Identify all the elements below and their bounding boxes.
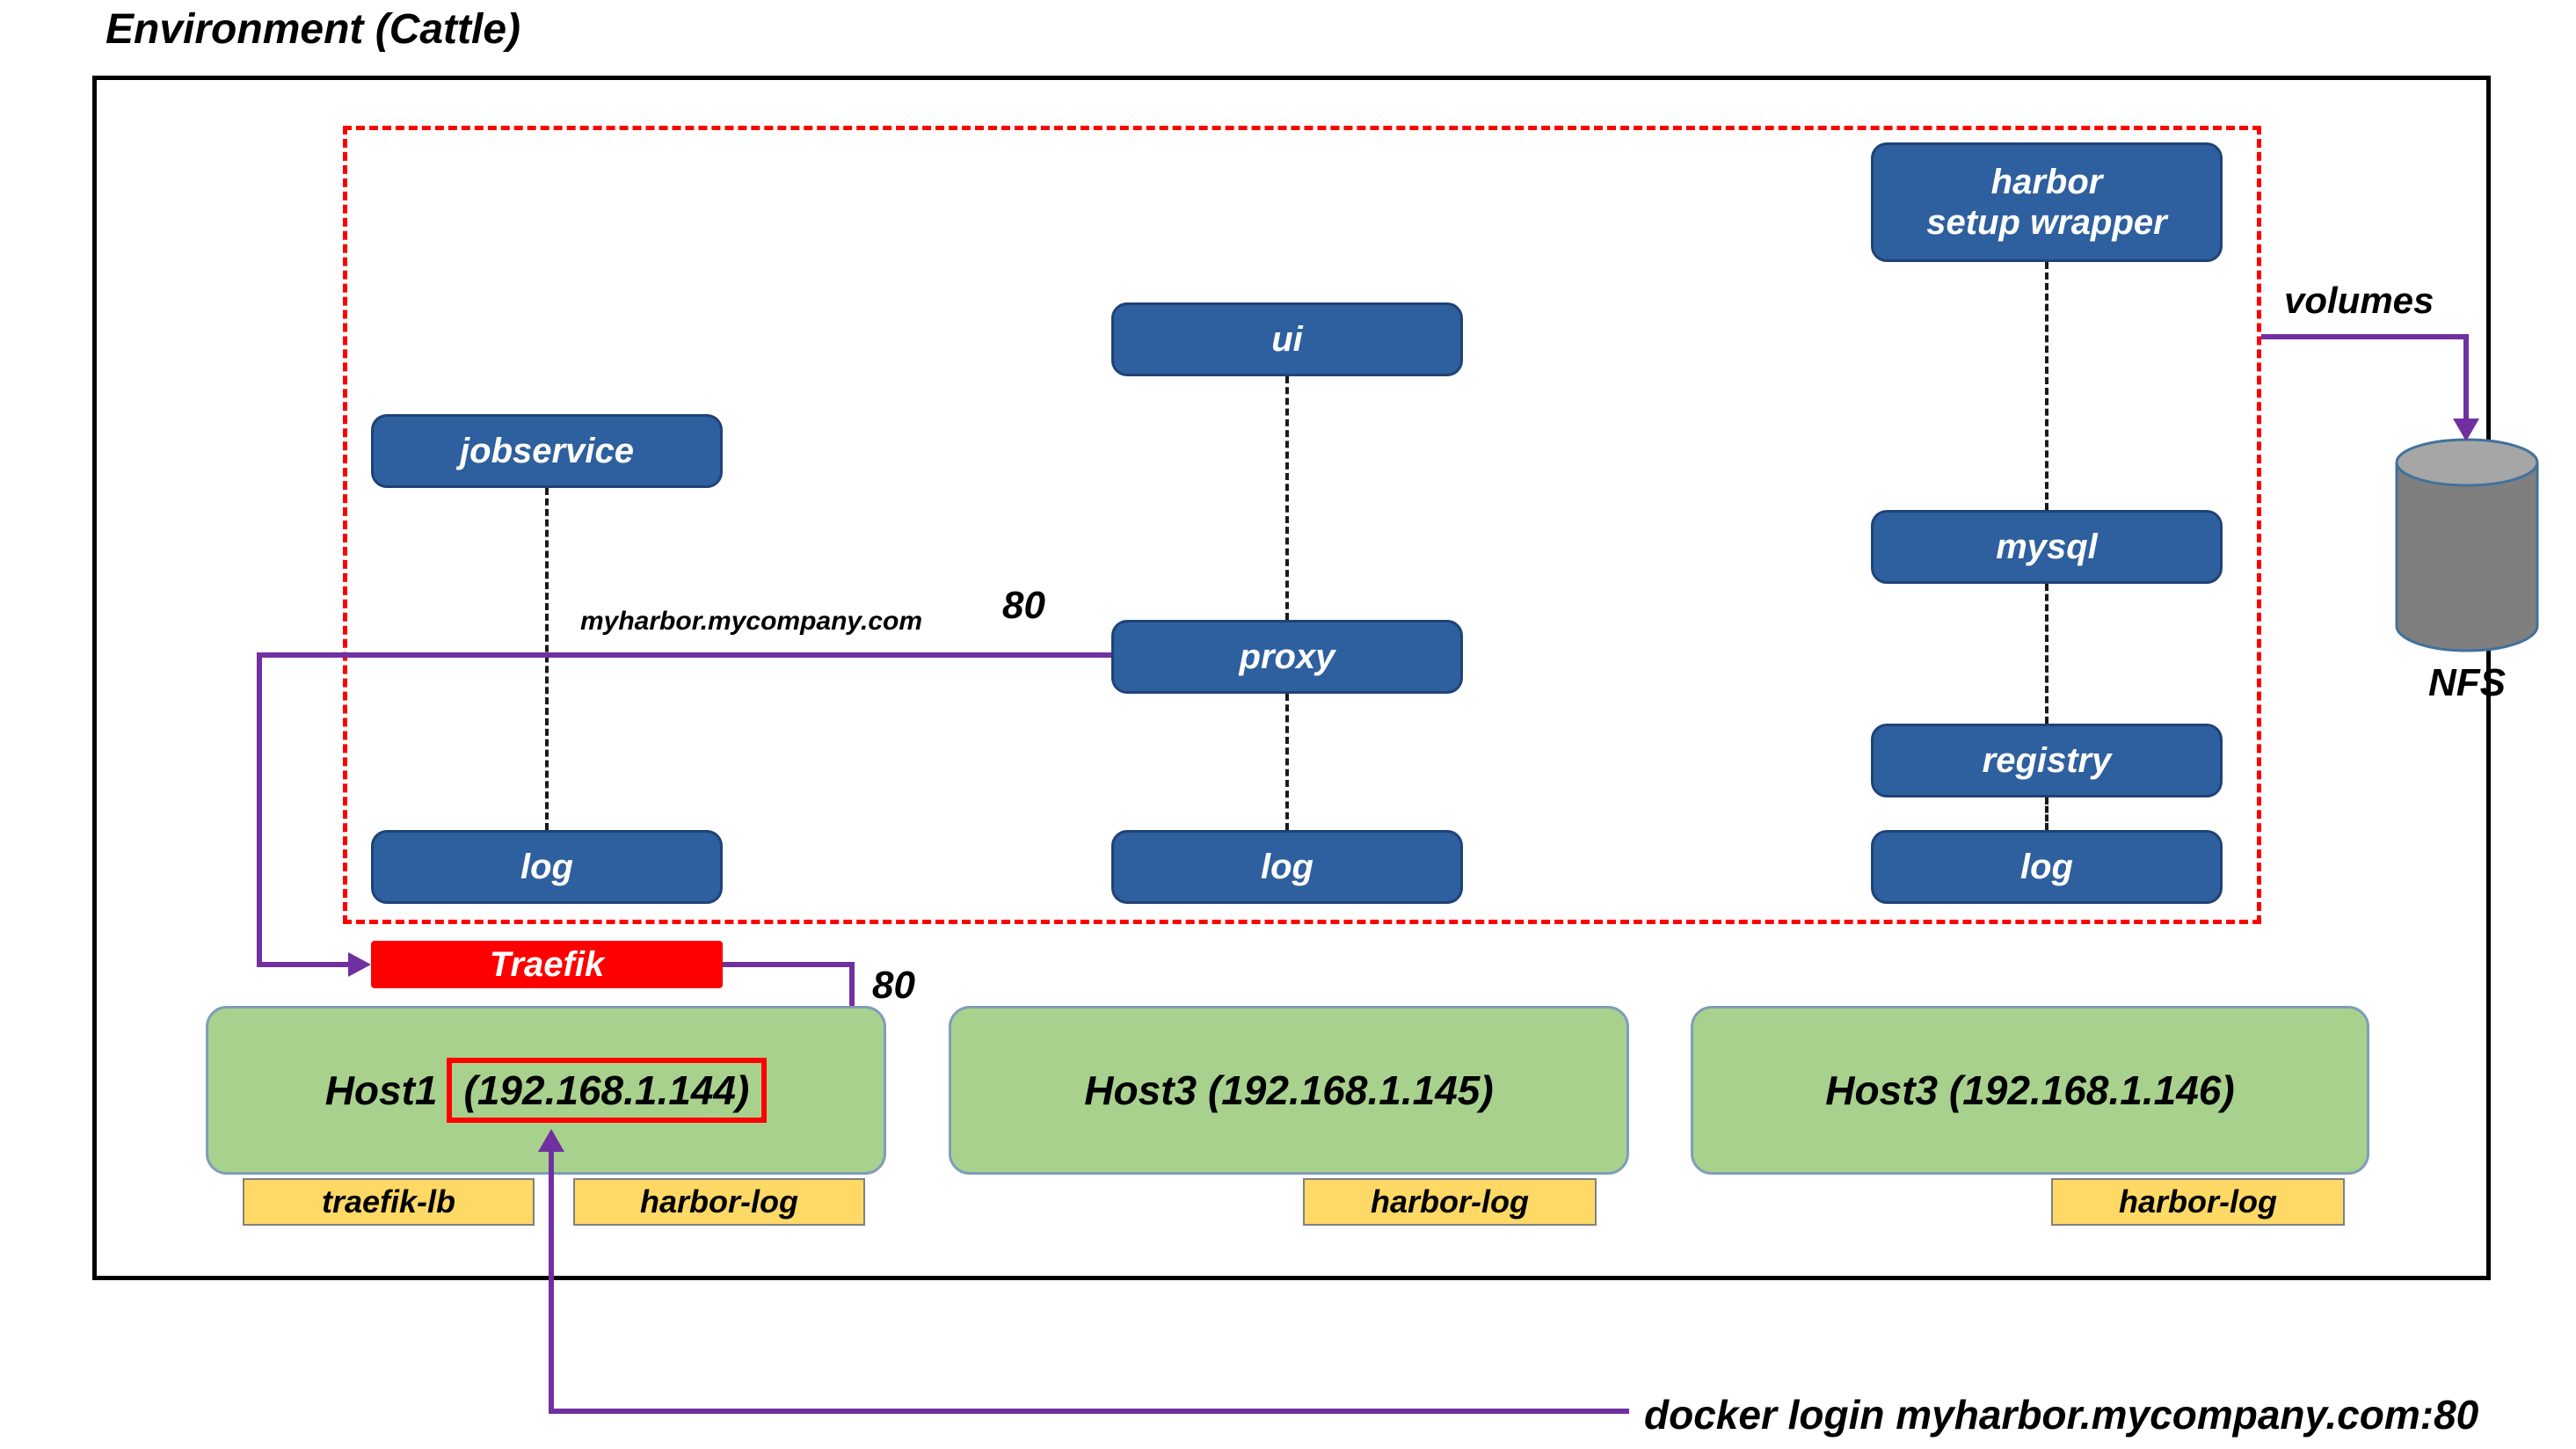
connector-ui-proxy <box>1285 376 1289 620</box>
service-harbor-setup-wrapper: harbor setup wrapper <box>1871 142 2223 262</box>
service-jobservice: jobservice <box>371 414 723 488</box>
connector-proxy-log <box>1285 694 1289 830</box>
proxy-line-vertical <box>257 652 262 967</box>
tag-harbor-log-host2: harbor-log <box>1303 1178 1597 1226</box>
volumes-line-vertical <box>2463 334 2469 422</box>
service-ui-label: ui <box>1271 320 1303 359</box>
environment-title: Environment (Cattle) <box>106 6 521 53</box>
service-log-left: log <box>371 830 723 904</box>
domain-label: myharbor.mycompany.com <box>580 607 923 636</box>
docker-login-line-horizontal <box>551 1409 1629 1414</box>
host1-name: Host1 <box>324 1067 438 1113</box>
proxy-port-label: 80 <box>1002 584 1045 627</box>
connector-wrapper-mysql <box>2045 262 2048 510</box>
host1-box: Host1 (192.168.1.144) <box>206 1006 886 1175</box>
service-ui: ui <box>1111 302 1463 376</box>
host3-box: Host3 (192.168.1.146) <box>1691 1006 2369 1175</box>
docker-login-line-vertical <box>549 1152 554 1414</box>
service-jobservice-label: jobservice <box>460 432 634 470</box>
host1-ip-highlight: (192.168.1.144) <box>446 1058 768 1123</box>
docker-login-annotation: docker login myharbor.mycompany.com:80 <box>1644 1392 2479 1438</box>
tag-harbor-log-host1: harbor-log <box>573 1178 865 1226</box>
service-registry: registry <box>1871 724 2223 797</box>
nfs-label: NFS <box>2428 661 2506 704</box>
service-registry-label: registry <box>1982 741 2112 780</box>
service-log-right-label: log <box>2020 848 2073 886</box>
connector-registry-log <box>2045 797 2048 830</box>
volumes-arrowhead-icon <box>2453 419 2479 441</box>
service-log-middle: log <box>1111 830 1463 904</box>
volumes-label: volumes <box>2284 280 2434 321</box>
host3-name: Host3 (192.168.1.146) <box>1825 1067 2235 1113</box>
traefik-box: Traefik <box>371 941 723 988</box>
nfs-cylinder-svg <box>2395 438 2539 652</box>
environment-boundary <box>92 76 2491 1280</box>
service-proxy-label: proxy <box>1239 637 1335 676</box>
traefik-line-horizontal <box>723 962 855 967</box>
service-harbor-setup-wrapper-line1: harbor <box>1990 163 2103 201</box>
service-log-right: log <box>1871 830 2223 904</box>
traefik-port-label: 80 <box>872 964 915 1007</box>
service-mysql-label: mysql <box>1996 528 2098 566</box>
connector-jobservice-log <box>545 488 549 830</box>
host2-name: Host3 (192.168.1.145) <box>1084 1067 1494 1113</box>
service-harbor-setup-wrapper-line2: setup wrapper <box>1926 203 2167 242</box>
proxy-line-to-traefik <box>257 962 350 967</box>
connector-mysql-registry <box>2045 584 2048 724</box>
nfs-cylinder-icon <box>2393 436 2541 660</box>
tag-traefik-lb: traefik-lb <box>243 1178 535 1226</box>
docker-login-arrowhead-icon <box>538 1129 564 1152</box>
proxy-line-horizontal <box>257 652 1111 658</box>
service-log-left-label: log <box>520 848 573 886</box>
tag-harbor-log-host3: harbor-log <box>2051 1178 2345 1226</box>
volumes-line-horizontal <box>2261 334 2469 339</box>
service-mysql: mysql <box>1871 510 2223 584</box>
traefik-label: Traefik <box>489 944 605 984</box>
traefik-arrowhead-icon <box>348 952 371 977</box>
host2-box: Host3 (192.168.1.145) <box>949 1006 1629 1175</box>
service-log-middle-label: log <box>1261 848 1313 886</box>
harbor-stack-boundary <box>343 126 2261 924</box>
service-proxy: proxy <box>1111 620 1463 694</box>
